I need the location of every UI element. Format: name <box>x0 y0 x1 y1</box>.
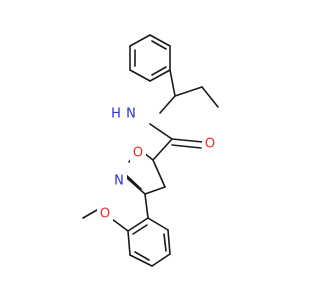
atom-labels: H N O O N O <box>97 105 218 223</box>
methoxyphenyl-ring <box>82 193 171 267</box>
phenyl-ring-top <box>129 34 171 82</box>
propyl-chain <box>159 69 219 114</box>
carbonyl-o-label: O <box>205 137 215 152</box>
amide-h-label: H <box>111 107 121 122</box>
ring-o-label: O <box>133 146 143 161</box>
molecule-diagram: H N O O N O <box>82 34 219 267</box>
amide-n-label: N <box>126 107 136 122</box>
ether-o-label: O <box>100 207 110 222</box>
amide-group <box>149 123 204 161</box>
molecule-structure: H N O O N O <box>82 34 219 267</box>
ring-n-label: N <box>114 174 124 189</box>
